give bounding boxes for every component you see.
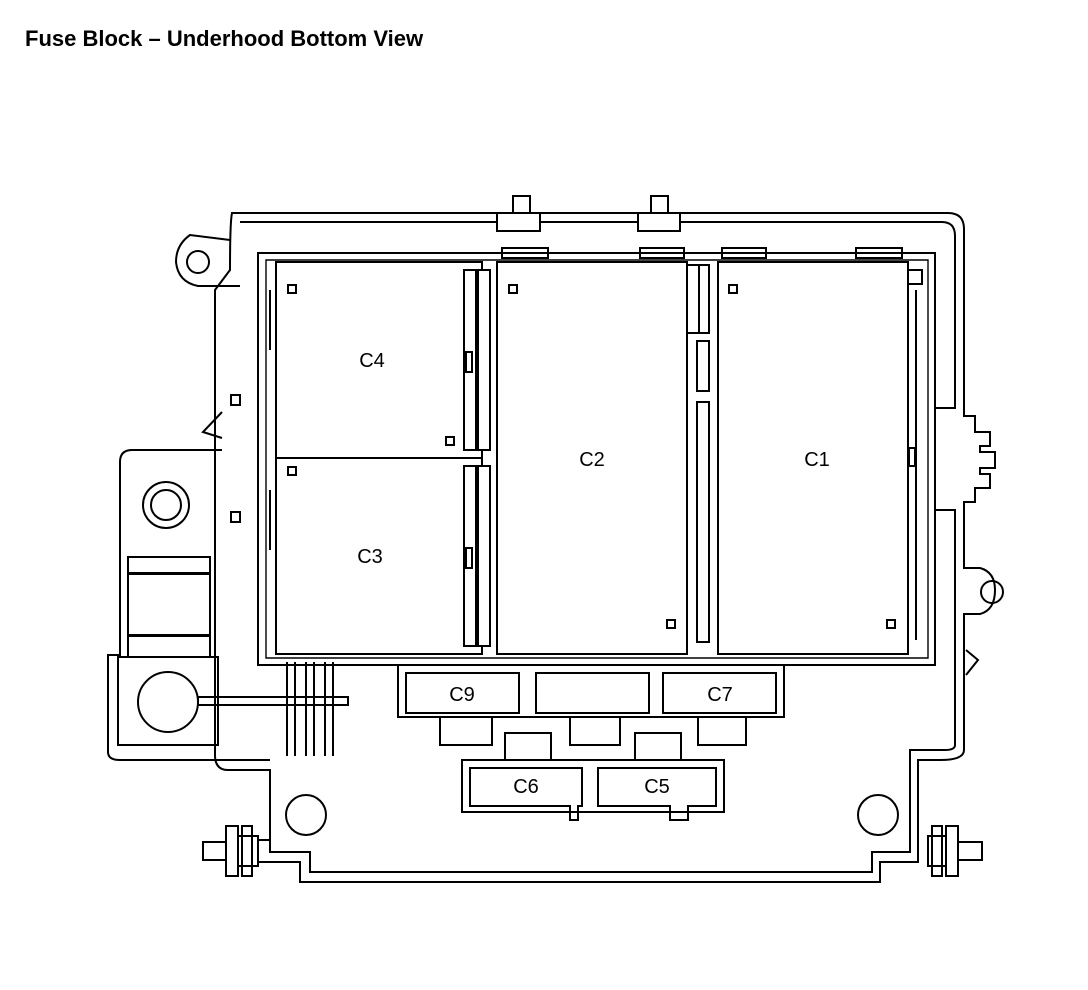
right-bolt (927, 825, 983, 877)
c2-label: C2 (579, 449, 605, 471)
left-mounting-boss (107, 449, 349, 761)
c5-label: C5 (644, 776, 670, 798)
connector-c4: C4 (269, 261, 491, 459)
connector-c1: C1 (717, 261, 923, 655)
connector-c3: C3 (269, 457, 491, 655)
left-bolt (202, 825, 259, 877)
connector-c2: C2 (496, 261, 710, 655)
connector-c6-c5: C6 C5 (461, 732, 725, 821)
lower-right-hole (857, 794, 899, 836)
c1-label: C1 (804, 449, 830, 471)
lower-connector-housing: C9 C7 (397, 664, 785, 746)
housing-outline (174, 195, 1004, 883)
c7-label: C7 (707, 684, 733, 706)
lower-left-hole (285, 794, 327, 836)
diagram-title: Fuse Block – Underhood Bottom View (25, 26, 424, 51)
c6-label: C6 (513, 776, 539, 798)
c4-label: C4 (359, 350, 385, 372)
c9-label: C9 (449, 684, 475, 706)
connector-frame (257, 247, 936, 666)
c3-label: C3 (357, 546, 383, 568)
